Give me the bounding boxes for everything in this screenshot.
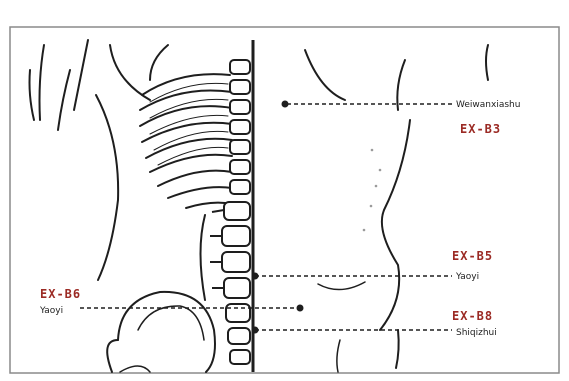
point-ex-b3 — [282, 101, 289, 108]
label-ex-b5-name: Yaoyi — [455, 272, 479, 282]
label-ex-b8-code: EX-B8 — [452, 309, 493, 323]
label-ex-b8-name: Shiqizhui — [456, 328, 497, 338]
point-ex-b5 — [252, 273, 259, 280]
label-ex-b3-name: Weiwanxiashu — [456, 100, 520, 110]
label-ex-b6-code: EX-B6 — [40, 287, 81, 301]
point-ex-b6 — [297, 305, 304, 312]
label-ex-b3-code: EX-B3 — [460, 122, 501, 136]
point-ex-b8 — [252, 327, 259, 334]
label-ex-b5-code: EX-B5 — [452, 249, 493, 263]
label-ex-b6-name: Yaoyi — [39, 306, 63, 316]
